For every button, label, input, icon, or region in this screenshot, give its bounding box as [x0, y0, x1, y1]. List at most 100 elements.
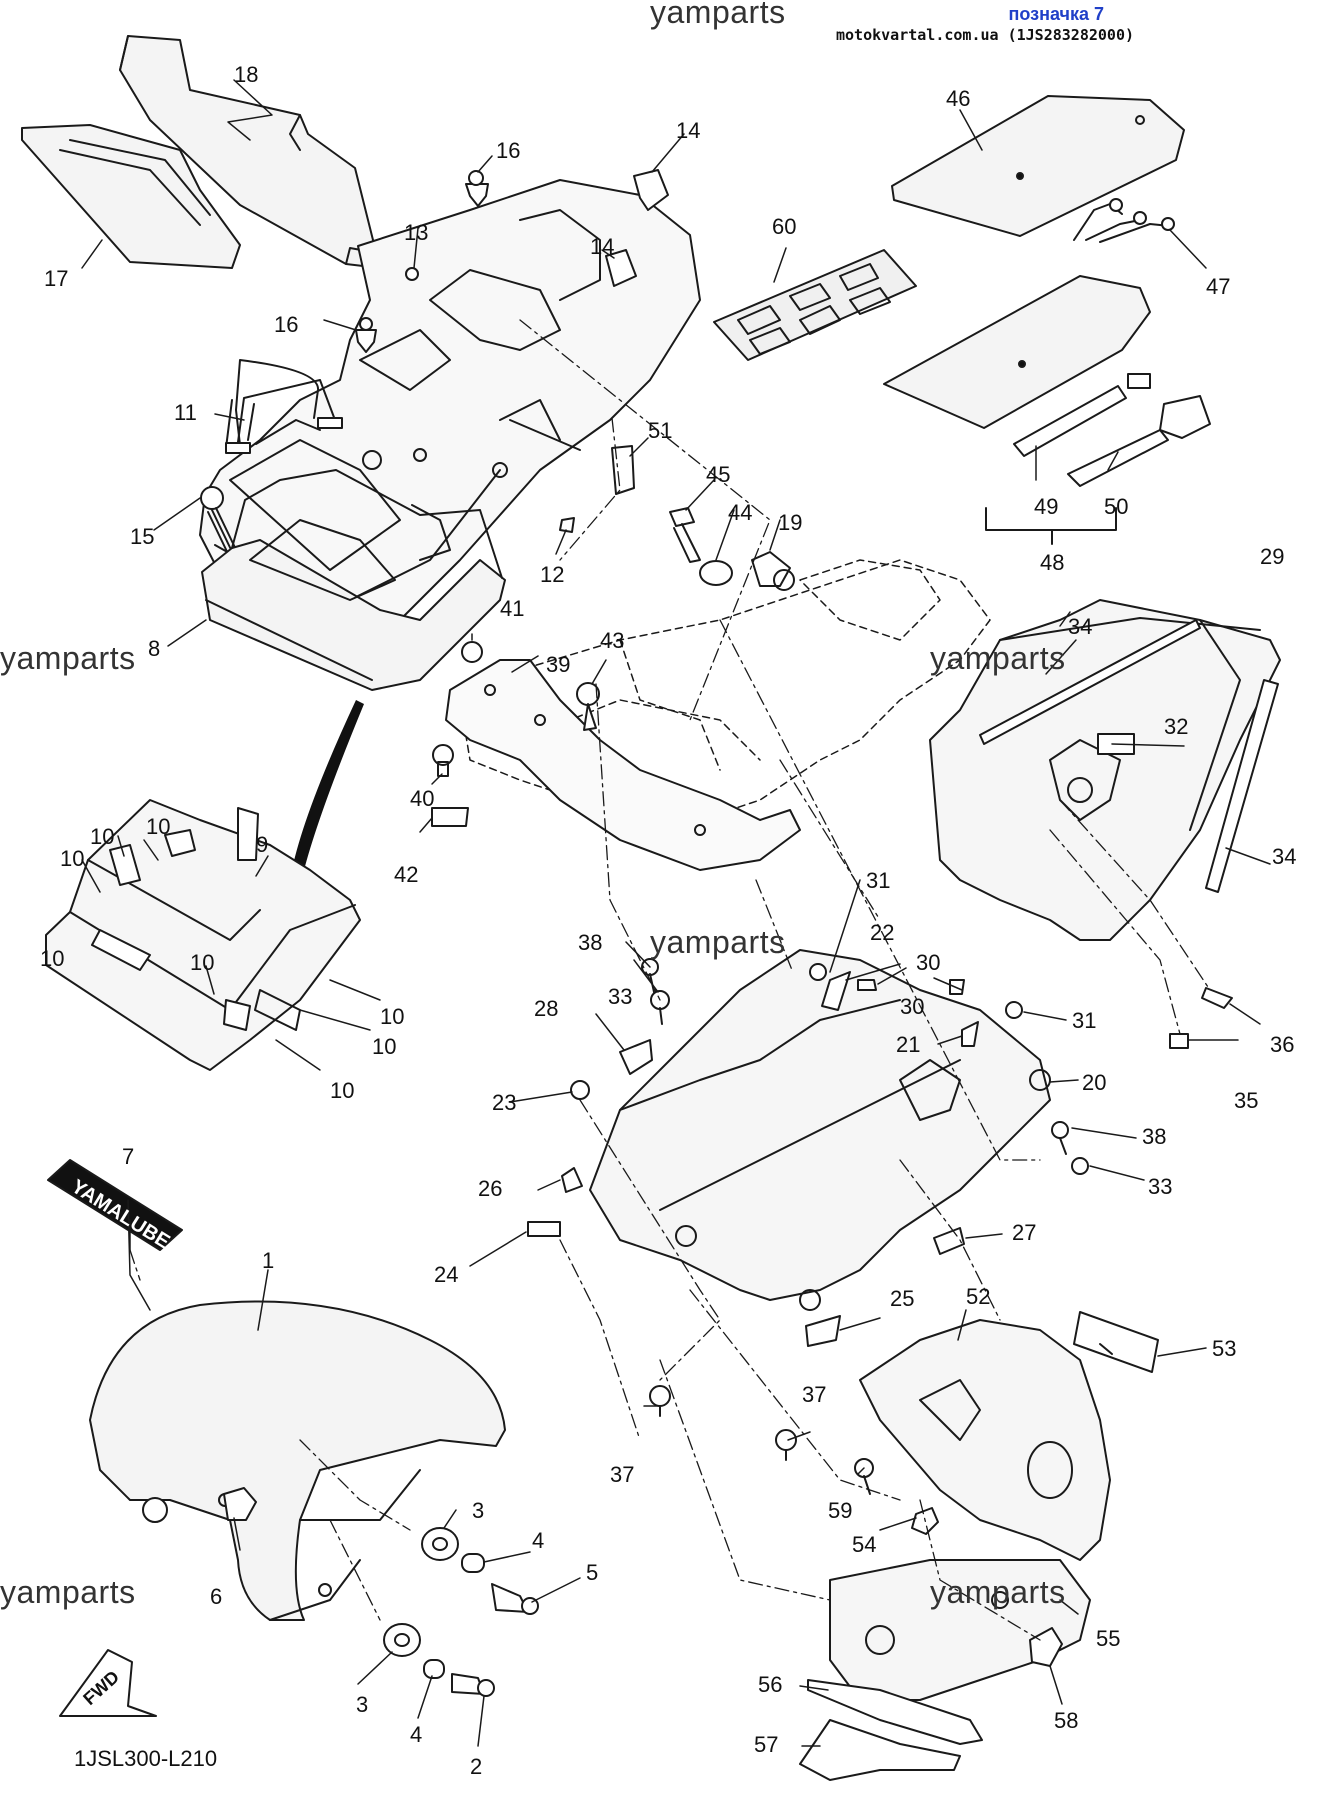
watermark: yamparts	[650, 0, 786, 30]
part-57-stay	[799, 1719, 961, 1781]
callout: 22	[870, 920, 894, 945]
part-31-grommet-a	[809, 963, 827, 981]
callout: 10	[90, 824, 114, 849]
dash-dot-lines	[129, 319, 1211, 1641]
callout: 27	[1012, 1220, 1036, 1245]
callout: 28	[534, 996, 558, 1021]
part-49-wrench	[1013, 373, 1151, 457]
callout: 58	[1054, 1708, 1078, 1733]
part-58-lamp	[1029, 1627, 1063, 1667]
callout: 20	[1082, 1070, 1106, 1095]
header-source: motokvartal.com.ua (1JS283282000)	[835, 26, 1134, 44]
callout: 60	[772, 214, 796, 239]
callout: 18	[234, 62, 258, 87]
watermark: yamparts	[0, 1574, 136, 1610]
callout: 50	[1104, 494, 1128, 519]
part-16-top	[465, 170, 489, 207]
part-44-washer	[699, 560, 733, 586]
callout: 34	[1068, 614, 1092, 639]
callout: 45	[706, 462, 730, 487]
callout: 3	[472, 1498, 484, 1523]
part-20-rear-fender	[589, 949, 1051, 1311]
bracket-48	[985, 507, 1117, 545]
part-8-battery-box	[201, 469, 506, 691]
callout: 48	[1040, 550, 1064, 575]
part-24-pad	[527, 1221, 561, 1237]
callout: 21	[896, 1032, 920, 1057]
callout: 42	[394, 862, 418, 887]
part-6-collar	[223, 1487, 257, 1521]
callout: 46	[946, 86, 970, 111]
callout: 53	[1212, 1336, 1236, 1361]
callout: 16	[274, 312, 298, 337]
part-33-nut-b	[1071, 1157, 1089, 1175]
part-26-pad	[561, 1167, 583, 1193]
part-3-damper-b	[383, 1623, 421, 1657]
callout: 56	[758, 1672, 782, 1697]
part-47-cables	[1073, 198, 1175, 243]
part-21-clip	[961, 1021, 979, 1047]
callout: 29	[1260, 544, 1284, 569]
diagram-code: 1JSL300-L210	[74, 1746, 218, 1771]
part-11-handle	[225, 379, 343, 454]
part-14-clip-top	[633, 169, 669, 211]
part-55-plate-bracket	[829, 1559, 1091, 1701]
part-34-strip-b	[1205, 679, 1279, 893]
callout: 2	[470, 1754, 482, 1779]
part-1-front-fender	[89, 1300, 506, 1621]
callout: 37	[802, 1382, 826, 1407]
detail-battery-box	[45, 799, 361, 1071]
part-56-stay	[807, 1679, 983, 1745]
callout: 47	[1206, 274, 1230, 299]
part-30-screw-b	[949, 979, 965, 995]
part-3-damper-a	[421, 1527, 459, 1561]
callout: 49	[1034, 494, 1058, 519]
callout-numbers: 18 17 16 14 13 14 16 11 15 8 51 45 44 12…	[40, 62, 1296, 1779]
callout: 1	[262, 1248, 274, 1273]
part-12-nut	[559, 517, 575, 533]
part-28-bracket	[619, 1039, 653, 1075]
leader-lines	[81, 79, 1271, 1747]
part-43-bolt	[576, 682, 600, 731]
callout: 10	[190, 950, 214, 975]
callout: 10	[146, 814, 170, 839]
part-2-bolt	[451, 1673, 495, 1697]
callout: 38	[578, 930, 602, 955]
part-53-reflector	[1073, 1311, 1159, 1373]
callout: 13	[404, 220, 428, 245]
callout: 34	[1272, 844, 1296, 869]
part-23-collar	[570, 1080, 590, 1100]
callout: 12	[540, 562, 564, 587]
part-27-clip	[933, 1227, 965, 1255]
part-35-pad	[1169, 1033, 1189, 1049]
callout: 4	[410, 1722, 422, 1747]
part-31-grommet-b	[1005, 1001, 1023, 1019]
callout: 9	[256, 832, 268, 857]
part-25-clip	[805, 1315, 841, 1347]
callout: 30	[916, 950, 940, 975]
part-33-nut-a	[650, 990, 670, 1025]
part-41-grommet	[461, 641, 483, 663]
callout: 43	[600, 628, 624, 653]
callout: 19	[778, 510, 802, 535]
callout: 59	[828, 1498, 852, 1523]
part-59-screw	[854, 1458, 874, 1495]
part-19-fastener	[751, 551, 795, 591]
callout: 54	[852, 1532, 876, 1557]
part-50-wrench	[1067, 395, 1211, 487]
watermark: yamparts	[650, 924, 786, 960]
callout: 41	[500, 596, 524, 621]
callout: 37	[610, 1462, 634, 1487]
callout: 31	[1072, 1008, 1096, 1033]
callout: 10	[372, 1034, 396, 1059]
callout: 51	[648, 418, 672, 443]
callout: 10	[60, 846, 84, 871]
callout: 6	[210, 1584, 222, 1609]
callout: 15	[130, 524, 154, 549]
part-42-pad	[431, 807, 469, 827]
callout: 35	[1234, 1088, 1258, 1113]
callout: 25	[890, 1286, 914, 1311]
part-51-fastener	[611, 445, 635, 495]
